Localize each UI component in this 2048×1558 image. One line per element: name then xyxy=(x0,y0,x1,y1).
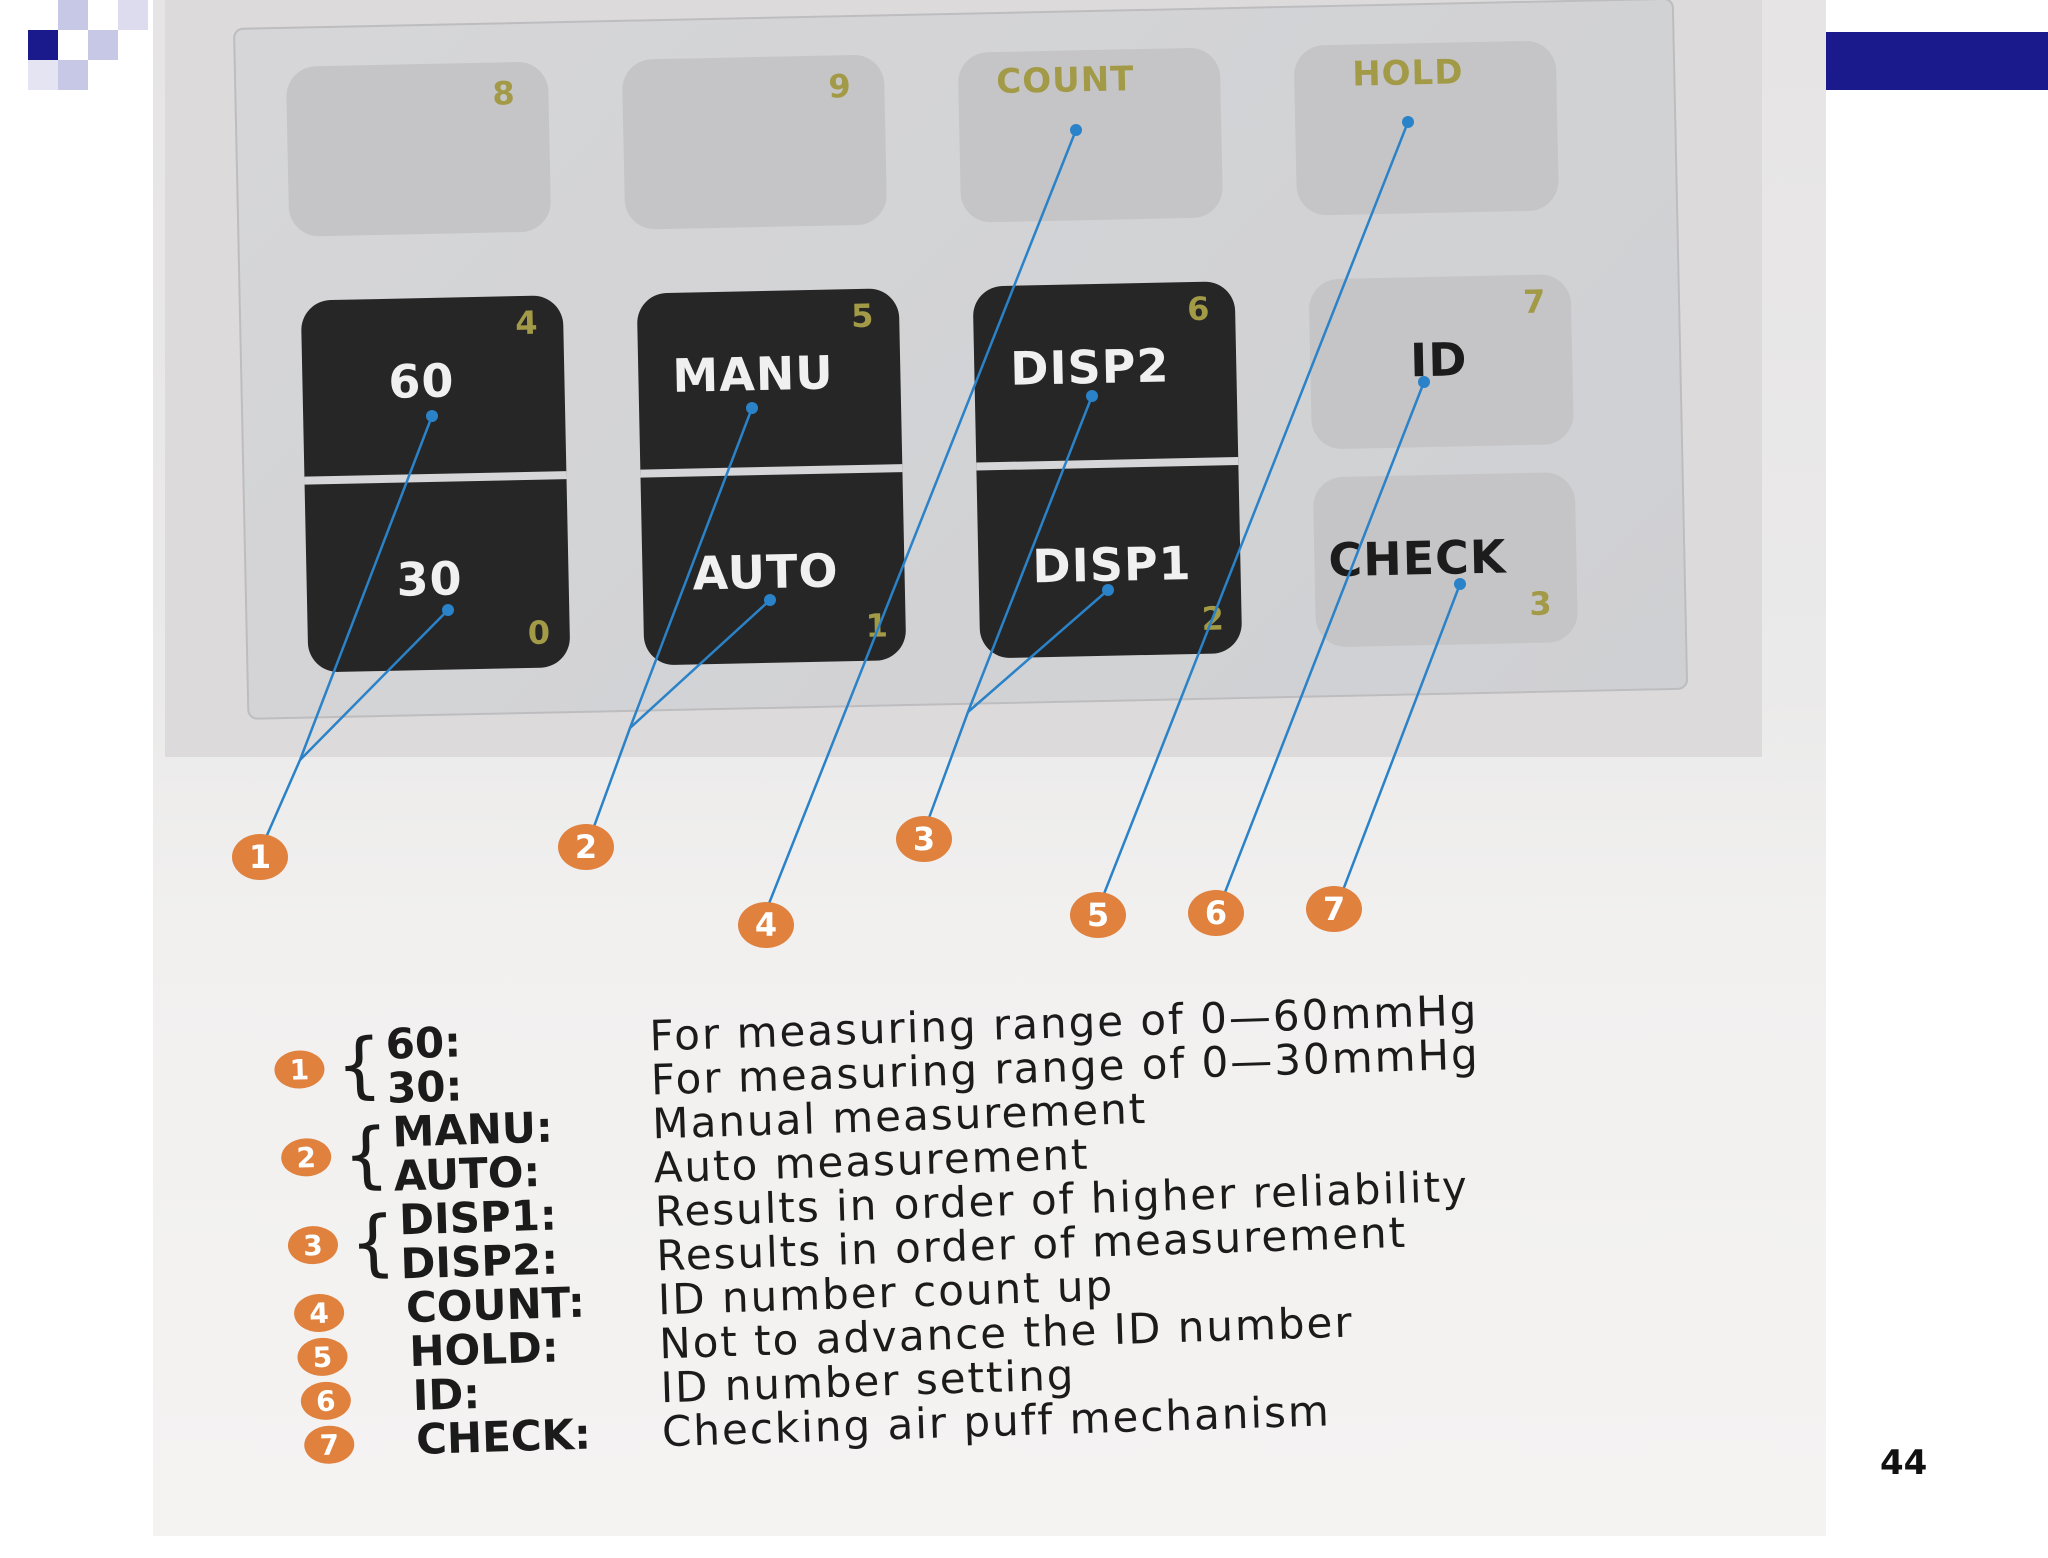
leader-dot xyxy=(1418,376,1430,388)
leader-line-1b xyxy=(299,609,449,761)
legend-badge-4: 4 xyxy=(293,1293,345,1333)
leader-line-2b xyxy=(629,599,771,729)
corner-square-light-4 xyxy=(118,0,148,30)
legend-badge-6: 6 xyxy=(300,1381,352,1421)
leader-line-7 xyxy=(1338,583,1462,899)
legend-brace: { xyxy=(348,1199,398,1285)
legend-badge-1: 1 xyxy=(273,1049,326,1090)
callout-badge-6: 6 xyxy=(1188,890,1244,936)
callout-badge-5: 5 xyxy=(1070,892,1126,938)
legend-key: HOLD: xyxy=(408,1322,560,1377)
legend-badge-2: 2 xyxy=(280,1137,332,1178)
corner-square-light-2 xyxy=(88,30,118,60)
leader-dot xyxy=(1402,116,1414,128)
leader-dot xyxy=(442,604,454,616)
corner-square-light-1 xyxy=(58,0,88,30)
leader-line-3b xyxy=(967,589,1109,713)
callout-badge-2: 2 xyxy=(558,824,614,870)
callout-badge-3: 3 xyxy=(896,816,952,862)
scanned-manual-image: 8 9 COUNT HOLD 60 4 30 0 MANU 5 AUTO 1 D… xyxy=(153,0,1826,1536)
leader-dot xyxy=(1070,124,1082,136)
leader-dot xyxy=(426,410,438,422)
leader-line-5 xyxy=(1098,121,1410,905)
legend-brace: { xyxy=(341,1111,391,1198)
leader-line-4 xyxy=(766,129,1078,907)
legend-badge-3: 3 xyxy=(287,1225,339,1265)
leader-dot xyxy=(746,402,758,414)
callout-badge-7: 7 xyxy=(1306,886,1362,932)
callout-badge-1: 1 xyxy=(232,834,288,880)
callout-badge-4: 4 xyxy=(738,902,794,948)
leader-dot xyxy=(1086,390,1098,402)
legend-key: CHECK: xyxy=(415,1409,592,1465)
leader-dot xyxy=(1454,578,1466,590)
leader-dot xyxy=(1102,584,1114,596)
corner-square-light-3 xyxy=(58,60,88,90)
corner-square-dark xyxy=(28,30,58,60)
legend-brace: { xyxy=(335,1021,384,1108)
legend-badge-5: 5 xyxy=(296,1337,349,1377)
leader-line-6 xyxy=(1220,381,1426,901)
corner-square-light-5 xyxy=(28,60,58,90)
leader-dot xyxy=(764,594,776,606)
page-number: 44 xyxy=(1880,1443,1928,1483)
title-accent-bar xyxy=(1826,32,2048,90)
legend-badge-7: 7 xyxy=(303,1424,355,1465)
